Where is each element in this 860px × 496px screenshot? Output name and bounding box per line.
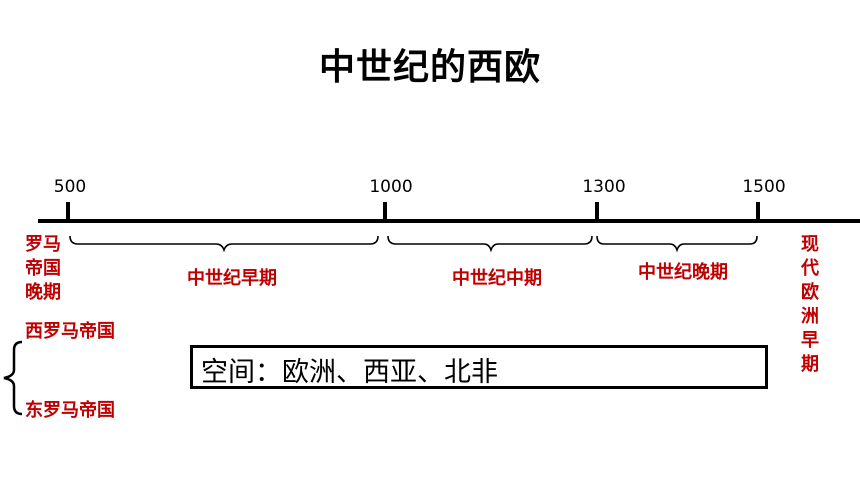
empire-split-brace: [3, 340, 23, 416]
tick-mark-500: [66, 202, 70, 222]
tick-label-1000: 1000: [369, 177, 413, 197]
tick-mark-1500: [756, 202, 760, 222]
space-info-box: 空间：欧洲、西亚、北非: [190, 345, 768, 389]
tick-mark-1300: [595, 202, 599, 222]
tick-label-500: 500: [53, 177, 87, 197]
label-early-modern-europe: 现代欧洲早期: [801, 234, 819, 375]
period-braces: [69, 235, 758, 253]
label-western-roman-empire: 西罗马帝国: [25, 321, 115, 342]
timeline-axis: [38, 219, 860, 223]
brace-early: [69, 235, 379, 253]
label-eastern-roman-empire: 东罗马帝国: [25, 400, 115, 421]
period-early-middle-ages: 中世纪早期: [187, 268, 277, 289]
page-title: 中世纪的西欧: [318, 47, 541, 88]
label-late-roman-empire: 罗马帝国晚期: [25, 234, 61, 303]
period-high-middle-ages: 中世纪中期: [452, 268, 542, 289]
tick-mark-1000: [383, 202, 387, 222]
brace-late: [596, 235, 758, 253]
tick-label-1300: 1300: [582, 177, 626, 197]
brace-middle: [387, 235, 593, 253]
tick-label-1500: 1500: [742, 177, 786, 197]
period-late-middle-ages: 中世纪晚期: [638, 262, 728, 283]
